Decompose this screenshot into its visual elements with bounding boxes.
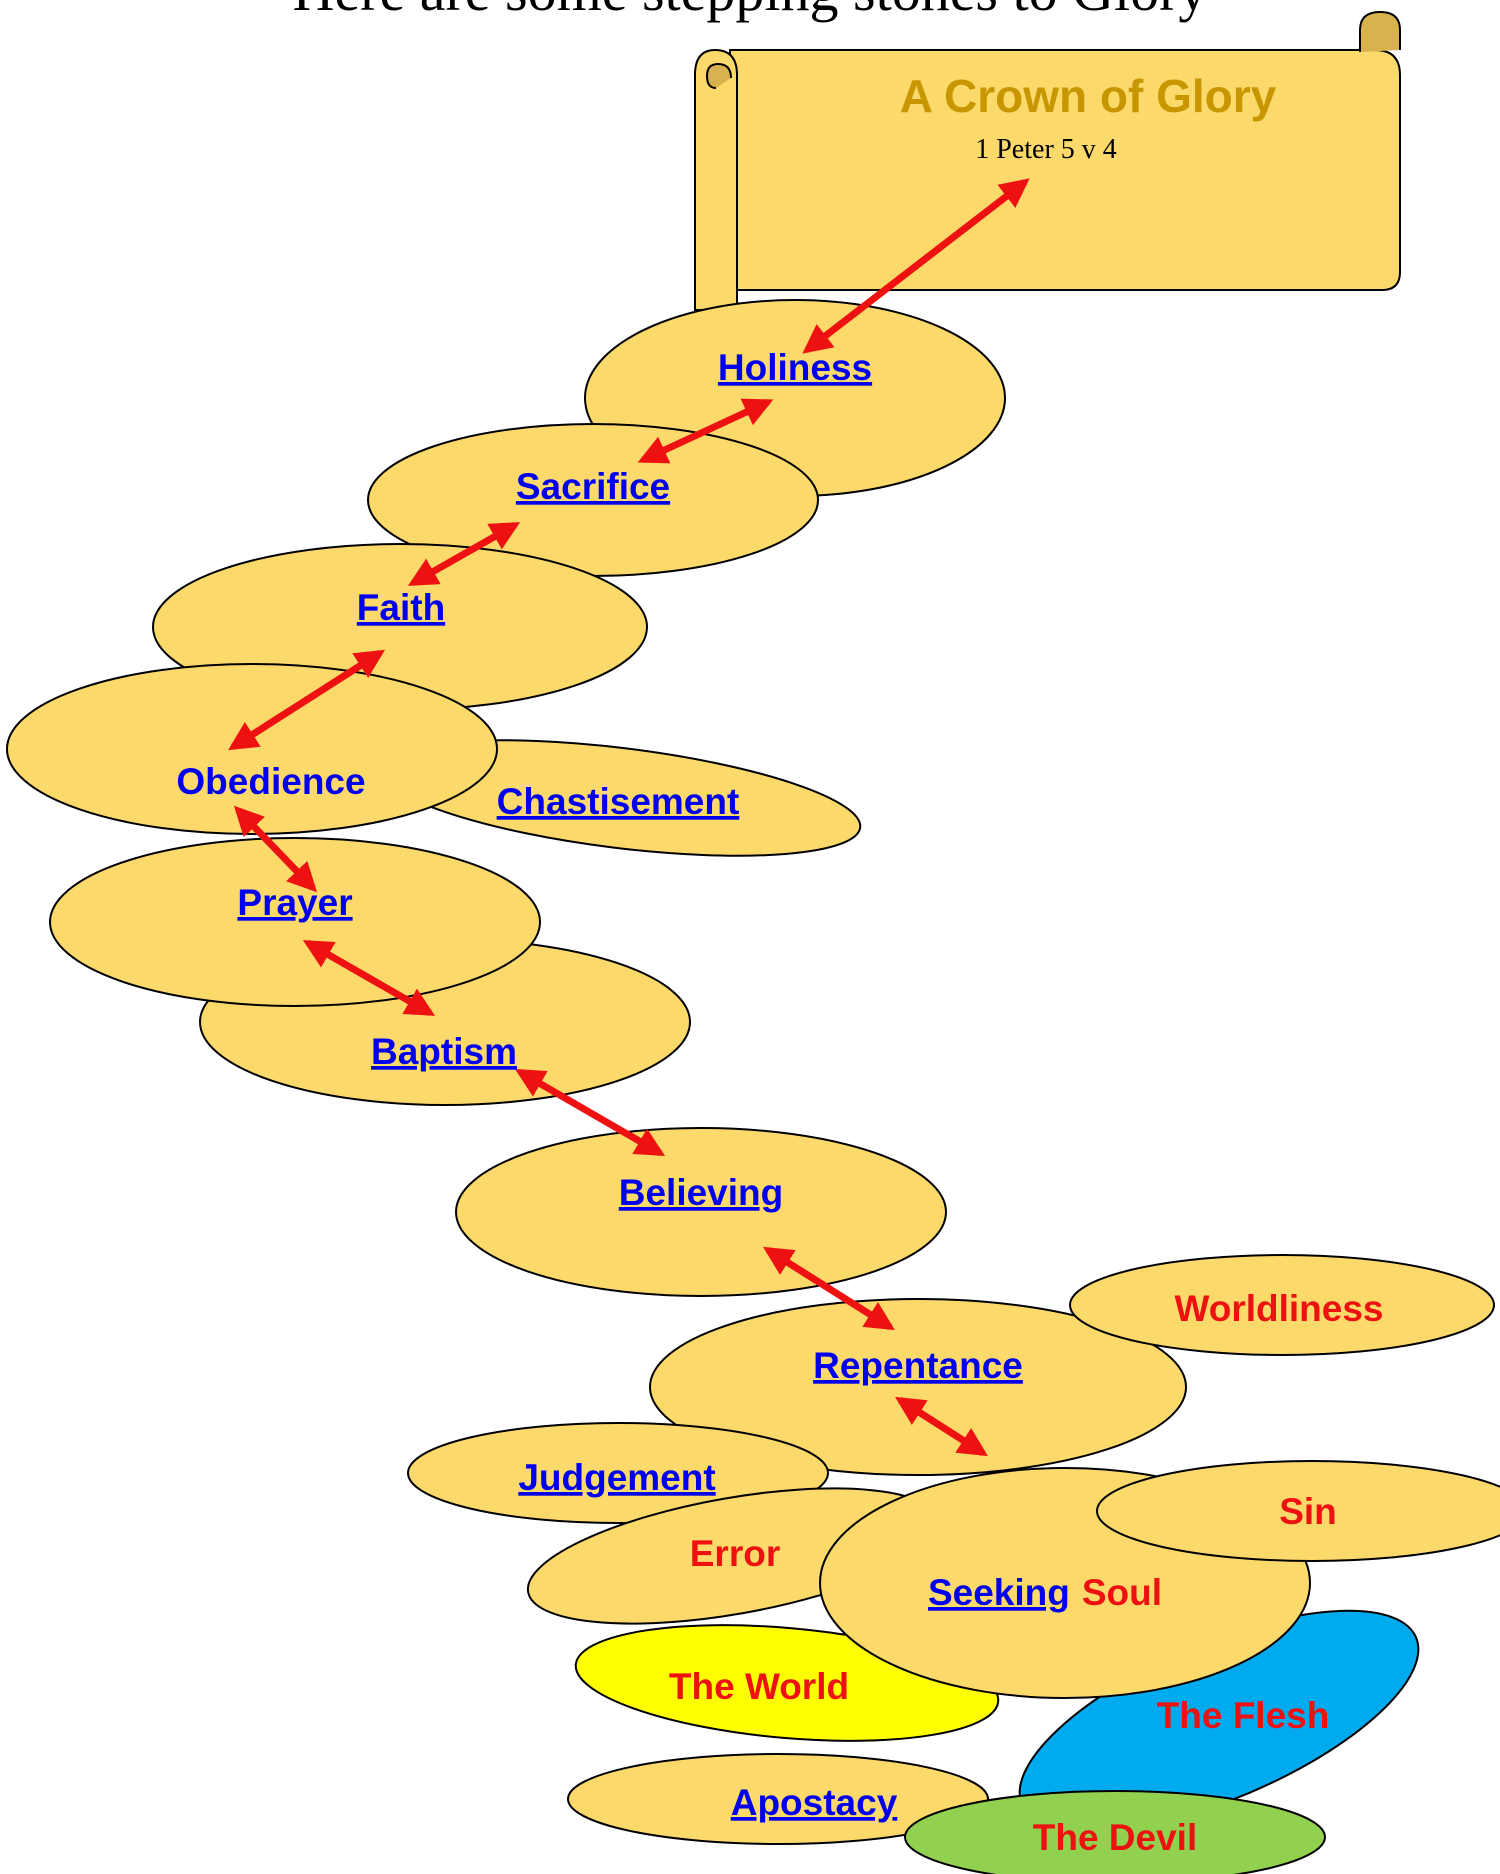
- label-holiness[interactable]: Holiness: [718, 347, 872, 388]
- label-faith[interactable]: Faith: [357, 587, 445, 628]
- arrow-prayer-baptism: [302, 939, 436, 1017]
- label-seeking[interactable]: Seeking: [928, 1572, 1070, 1613]
- label-error: Error: [690, 1533, 780, 1574]
- arrow-repentance-seeking: [895, 1396, 988, 1457]
- scroll-right-curl: [1359, 10, 1401, 52]
- crown-of-glory-scroll: A Crown of Glory 1 Peter 5 v 4: [694, 10, 1401, 311]
- scroll-title: A Crown of Glory: [900, 70, 1277, 122]
- arrow-faith-sacrifice: [407, 521, 521, 587]
- label-baptism[interactable]: Baptism: [371, 1031, 517, 1072]
- label-believing[interactable]: Believing: [619, 1172, 784, 1213]
- arrow-baptism-believing: [514, 1068, 666, 1157]
- label-sin: Sin: [1279, 1491, 1337, 1532]
- label-apostacy[interactable]: Apostacy: [731, 1782, 898, 1823]
- arrow-holiness-crown: [802, 178, 1030, 354]
- label-the-devil: The Devil: [1033, 1817, 1198, 1858]
- scroll-left-roll: [694, 48, 738, 311]
- scroll-left-curl: [705, 62, 732, 89]
- label-worldliness: Worldliness: [1174, 1288, 1383, 1329]
- stone-the-devil: [904, 1790, 1326, 1874]
- label-soul: Soul: [1082, 1572, 1162, 1613]
- page-title: Here are some stepping stones to Glory: [293, 0, 1208, 23]
- arrow-believing-repentance: [763, 1246, 895, 1331]
- label-repentance[interactable]: Repentance: [813, 1345, 1023, 1386]
- label-the-world: The World: [669, 1666, 849, 1707]
- stone-apostacy: [567, 1753, 989, 1845]
- stone-sin: [1096, 1460, 1500, 1562]
- arrow-obedience-prayer: [233, 805, 318, 893]
- stone-worldliness: [1069, 1254, 1495, 1356]
- scroll-reference: 1 Peter 5 v 4: [975, 134, 1117, 165]
- stone-repentance: [649, 1298, 1187, 1476]
- label-judgement[interactable]: Judgement: [518, 1457, 715, 1498]
- stone-obedience: [6, 663, 498, 835]
- label-prayer[interactable]: Prayer: [237, 882, 352, 923]
- label-obedience: Obedience: [176, 761, 365, 802]
- arrow-sacrifice-holiness: [637, 398, 774, 464]
- label-the-flesh: The Flesh: [1157, 1695, 1330, 1736]
- arrow-obedience-faith: [228, 649, 385, 751]
- arrows: [228, 178, 1030, 1457]
- label-chastisement[interactable]: Chastisement: [497, 781, 740, 822]
- label-sacrifice[interactable]: Sacrifice: [516, 466, 670, 507]
- label-seeking-soul: Seeking Soul: [928, 1572, 1162, 1613]
